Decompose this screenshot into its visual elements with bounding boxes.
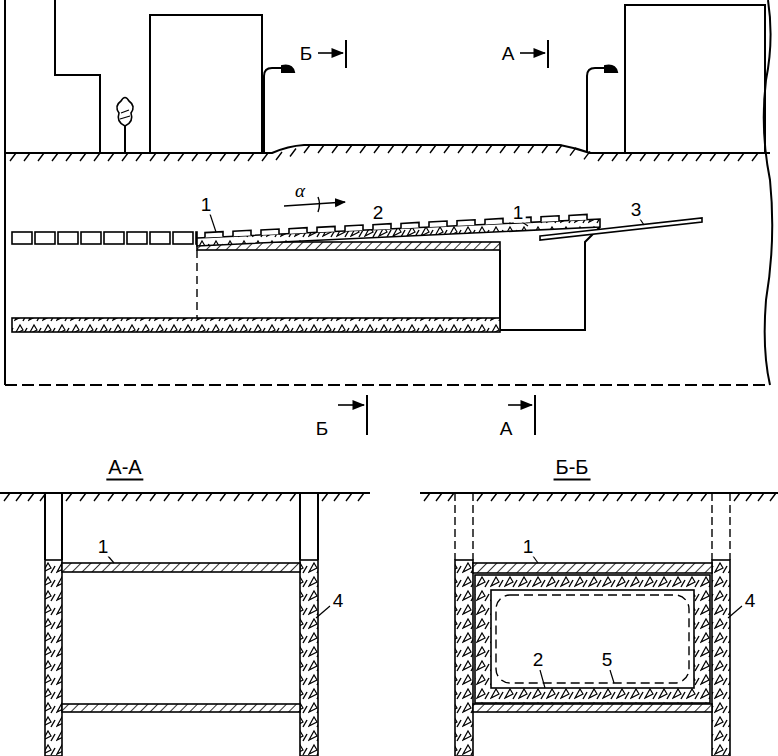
- callout-number: 1: [199, 194, 214, 215]
- section-marker: Б: [314, 418, 330, 439]
- section-b-b: [420, 493, 778, 756]
- callout-number: 1: [521, 536, 536, 557]
- callout-number: 4: [331, 590, 346, 611]
- callout-number: 1: [96, 536, 111, 557]
- section-a-a: [0, 493, 370, 756]
- callout-number: 5: [600, 649, 615, 670]
- longitudinal-section: [5, 0, 772, 435]
- callout-number: 2: [531, 649, 546, 670]
- section-title: Б-Б: [554, 456, 591, 481]
- callout-number: 2: [371, 202, 386, 223]
- section-marker: А: [498, 418, 515, 439]
- section-marker: Б: [298, 43, 314, 64]
- callout-number: 1: [511, 202, 526, 223]
- section-marker: А: [500, 43, 517, 64]
- section-title: А-А: [106, 456, 143, 481]
- callout-number: 4: [743, 590, 758, 611]
- angle-label: α: [293, 180, 307, 201]
- callout-number: 3: [629, 199, 644, 220]
